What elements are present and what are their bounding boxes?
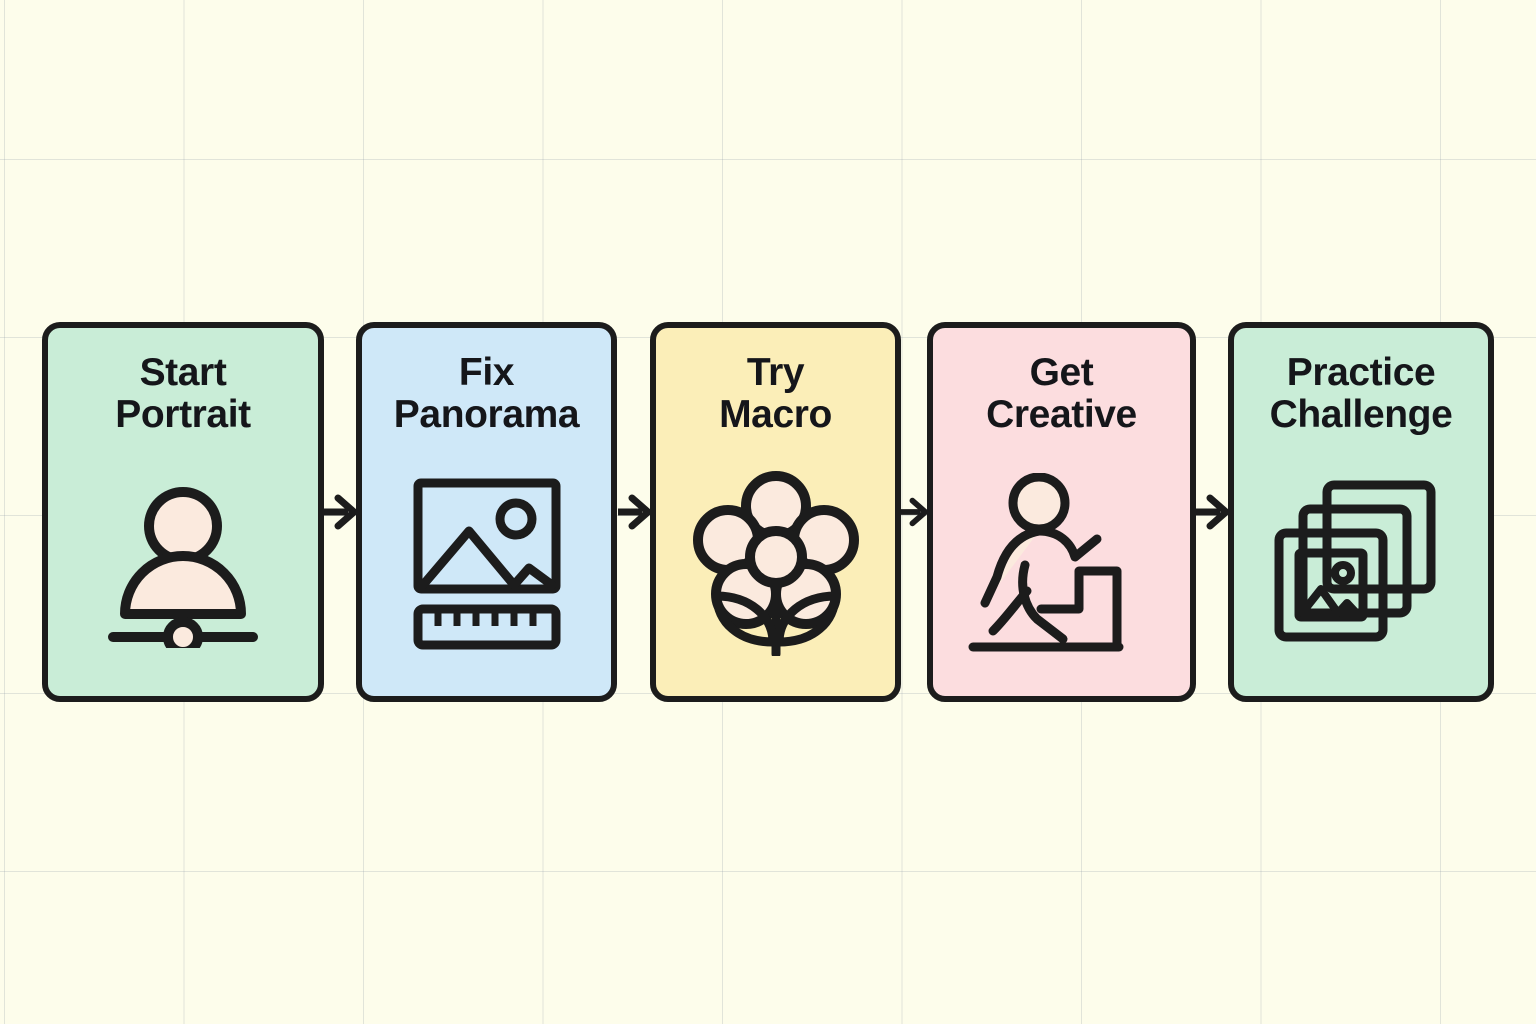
person-climbing-stairs-icon — [933, 436, 1190, 696]
flow-arrow-1 — [324, 482, 356, 542]
flow-step-title: Get Creative — [986, 351, 1137, 437]
flow-step-title: Start Portrait — [115, 351, 251, 437]
flow-step-title: Try Macro — [719, 351, 832, 437]
flow-step-try-macro[interactable]: Try Macro — [650, 322, 901, 702]
flow-arrow-4 — [1196, 482, 1228, 542]
flow-row: Start Portrait Fix Panorama — [0, 322, 1536, 702]
portrait-person-slider-icon — [48, 436, 318, 696]
flower-icon — [656, 436, 895, 696]
image-with-ruler-icon — [362, 436, 611, 696]
flow-step-practice-challenge[interactable]: Practice Challenge — [1228, 322, 1494, 702]
flow-step-start-portrait[interactable]: Start Portrait — [42, 322, 324, 702]
flow-step-title: Fix Panorama — [393, 351, 580, 437]
flow-step-get-creative[interactable]: Get Creative — [927, 322, 1196, 702]
flow-step-fix-panorama[interactable]: Fix Panorama — [356, 322, 617, 702]
stacked-photos-icon — [1234, 436, 1488, 696]
flow-arrow-3 — [901, 482, 927, 542]
flow-step-title: Practice Challenge — [1269, 351, 1453, 437]
flow-arrow-2 — [617, 482, 650, 542]
